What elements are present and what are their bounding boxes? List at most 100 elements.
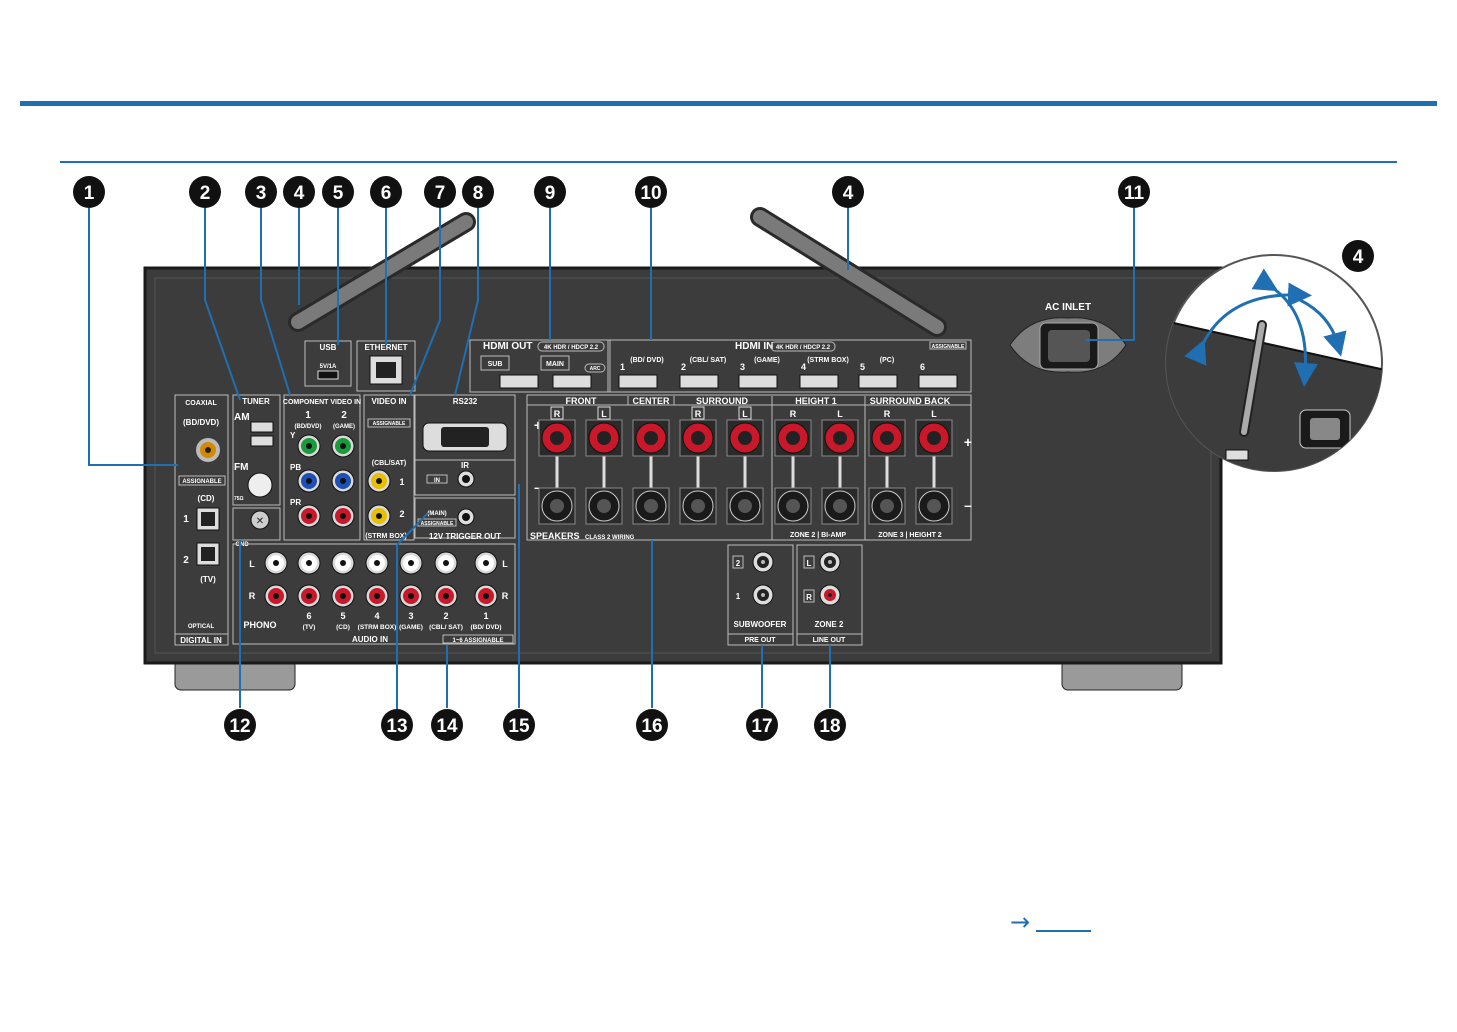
label-trigger-main: (MAIN) bbox=[427, 511, 446, 517]
hdmi-in-number: 3 bbox=[740, 362, 745, 372]
label-ac-inlet: AC INLET bbox=[1045, 302, 1091, 313]
audio-jack-left bbox=[332, 552, 354, 574]
callout-badge: 6 bbox=[370, 176, 402, 208]
audio-jack-left bbox=[435, 552, 457, 574]
callout-number: 13 bbox=[386, 716, 407, 737]
hdmi-in-number: 2 bbox=[681, 362, 686, 372]
label-digital-assignable: ASSIGNABLE bbox=[182, 479, 221, 485]
label-audio-assignable: 1~6 ASSIGNABLE bbox=[453, 638, 504, 644]
audio-jack-left bbox=[366, 552, 388, 574]
label-line-out: LINE OUT bbox=[813, 637, 846, 644]
callout-badge: 14 bbox=[431, 709, 463, 741]
audio-input-name: (GAME) bbox=[399, 624, 423, 631]
audio-jack-right bbox=[366, 585, 388, 607]
component-jack bbox=[332, 435, 354, 457]
label-minus-right: – bbox=[964, 497, 972, 513]
callout-number: 18 bbox=[819, 716, 840, 737]
label-component: COMPONENT VIDEO IN bbox=[283, 399, 361, 406]
label-audio-r: R bbox=[249, 591, 256, 601]
audio-jack-left bbox=[475, 552, 497, 574]
label-ir: IR bbox=[461, 461, 469, 470]
callout-badge: 1 bbox=[73, 176, 105, 208]
hdmi-in-name: (CBL/ SAT) bbox=[690, 357, 726, 364]
hdmi-in-port bbox=[859, 375, 897, 388]
callout-number: 2 bbox=[200, 183, 211, 204]
label-height1: HEIGHT 1 bbox=[795, 396, 837, 406]
callout-number: 10 bbox=[640, 183, 661, 204]
audio-input-name: (TV) bbox=[303, 624, 316, 631]
page-link[interactable]: → bbox=[1010, 908, 1090, 936]
label-coax-bd-dvd: (BD/DVD) bbox=[183, 418, 219, 427]
hdmi-in-number: 6 bbox=[920, 362, 925, 372]
label-speakers: SPEAKERS bbox=[530, 531, 580, 541]
label-pb: PB bbox=[290, 463, 301, 472]
label-coaxial: COAXIAL bbox=[185, 400, 217, 407]
audio-input-number: 5 bbox=[340, 611, 345, 621]
callout-badge: 4 bbox=[832, 176, 864, 208]
label-audio-r2: R bbox=[502, 591, 509, 601]
label-comp2-sub: (GAME) bbox=[333, 424, 355, 430]
callout-number: 15 bbox=[508, 716, 530, 737]
label-surround-back: SURROUND BACK bbox=[870, 396, 951, 406]
callout-number: 4 bbox=[294, 183, 305, 204]
callout-badge: 16 bbox=[636, 709, 668, 741]
label-sw1: 1 bbox=[736, 592, 741, 601]
label-audio-l: L bbox=[249, 559, 255, 569]
label-zone2-r: R bbox=[806, 593, 812, 602]
audio-jack-left bbox=[265, 552, 287, 574]
hdmi-in-port bbox=[919, 375, 957, 388]
label-plus-right: + bbox=[964, 434, 972, 450]
label-center: CENTER bbox=[632, 396, 670, 406]
speaker-tag: L bbox=[601, 409, 607, 419]
label-speakers-sub: CLASS 2 WIRING bbox=[585, 535, 635, 541]
link-underline[interactable] bbox=[1036, 930, 1091, 932]
hdmi-in-number: 1 bbox=[620, 362, 625, 372]
speaker-tag: L bbox=[931, 409, 937, 419]
label-usb-sub: 5V/1A bbox=[320, 364, 337, 370]
audio-jack-right bbox=[475, 585, 497, 607]
label-rs232: RS232 bbox=[453, 397, 478, 406]
label-usb: USB bbox=[320, 343, 337, 352]
label-audio-l2: L bbox=[502, 559, 508, 569]
callout-number: 11 bbox=[1124, 183, 1145, 204]
speaker-tag: R bbox=[554, 409, 561, 419]
audio-jack-right bbox=[400, 585, 422, 607]
label-zone3-height2: ZONE 3 | HEIGHT 2 bbox=[878, 532, 942, 539]
audio-jack-right bbox=[435, 585, 457, 607]
hdmi-in-name: (GAME) bbox=[754, 357, 780, 364]
audio-input-name: (BD/ DVD) bbox=[470, 624, 501, 631]
label-hdmi-in-assignable: ASSIGNABLE bbox=[932, 344, 965, 350]
hdmi-in-name: (STRM BOX) bbox=[807, 357, 849, 364]
label-pr: PR bbox=[290, 498, 301, 507]
label-opt-tv: (TV) bbox=[200, 575, 216, 584]
label-digital-in: DIGITAL IN bbox=[180, 636, 222, 645]
hdmi-in-name: (PC) bbox=[880, 357, 894, 364]
hdmi-in-port bbox=[800, 375, 838, 388]
label-video-cbl-sat: (CBL/SAT) bbox=[372, 460, 406, 467]
callout-badge: 7 bbox=[424, 176, 456, 208]
callout-badge: 4 bbox=[1342, 240, 1374, 272]
callout-badge: 13 bbox=[381, 709, 413, 741]
label-surround: SURROUND bbox=[696, 396, 749, 406]
hdmi-in-port bbox=[739, 375, 777, 388]
hdmi-in-port bbox=[619, 375, 657, 388]
label-hdmi-main: MAIN bbox=[546, 361, 564, 368]
callout-badge: 17 bbox=[746, 709, 778, 741]
label-video-in: VIDEO IN bbox=[371, 397, 406, 406]
label-fm-ohm: 75Ω bbox=[234, 496, 244, 502]
label-trigger-assignable: ASSIGNABLE bbox=[421, 521, 454, 527]
component-jack bbox=[332, 505, 354, 527]
label-opt-cd: (CD) bbox=[198, 494, 215, 503]
speaker-tag: R bbox=[790, 409, 797, 419]
label-zone2: ZONE 2 bbox=[815, 620, 844, 629]
label-vid2: 2 bbox=[399, 509, 404, 519]
audio-input-number: 3 bbox=[408, 611, 413, 621]
label-hdmi-arc: ARC bbox=[590, 366, 601, 372]
callout-badge: 2 bbox=[189, 176, 221, 208]
label-audio-in: AUDIO IN bbox=[352, 635, 388, 644]
label-phono: PHONO bbox=[243, 620, 276, 630]
callout-badge: 15 bbox=[503, 709, 535, 741]
audio-input-name: (CBL/ SAT) bbox=[429, 624, 463, 631]
callout-number: 14 bbox=[436, 716, 458, 737]
label-front: FRONT bbox=[566, 396, 597, 406]
